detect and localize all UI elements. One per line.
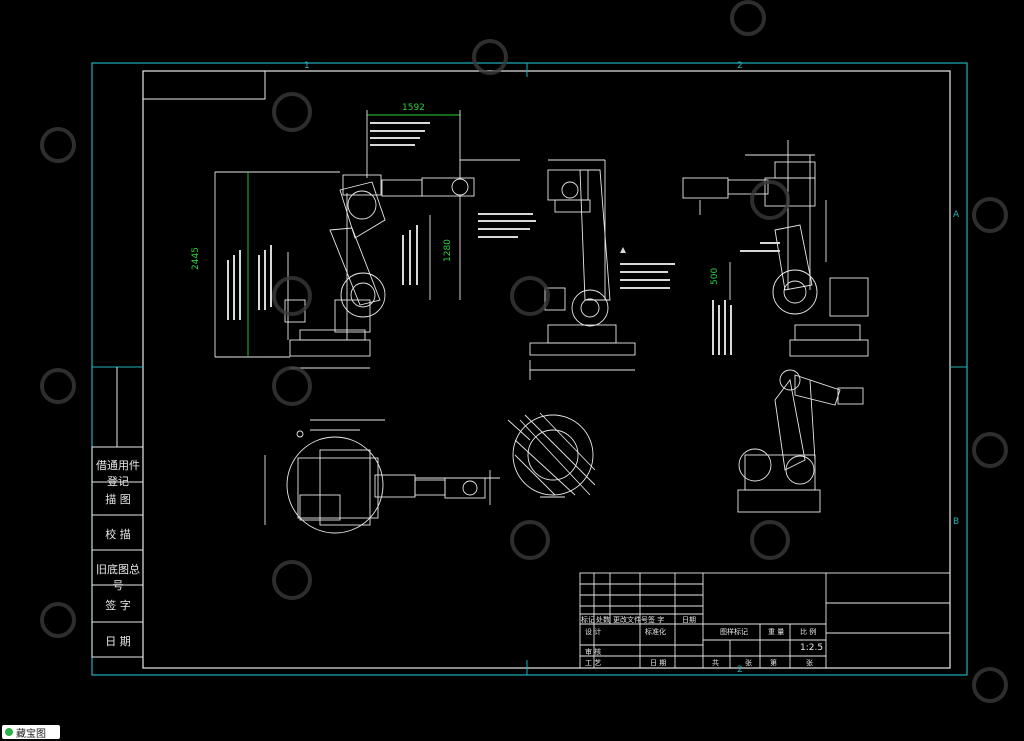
robot-isometric-view <box>737 369 864 513</box>
side-label-old-drawing-number: 旧底图总号 <box>96 563 140 592</box>
tb-ratio: 比 例 <box>800 628 817 636</box>
tb-change-doc: 更改文件号 <box>613 616 648 624</box>
tb-sheet-no: 第 <box>770 659 777 667</box>
tb-sheets-b: 张 <box>806 659 813 667</box>
side-view-callouts <box>478 213 675 289</box>
tb-date-a: 日期 <box>682 616 696 624</box>
tb-date-d: 日 期 <box>650 659 667 667</box>
tb-standardization: 标准化 <box>645 628 666 636</box>
badge-label: 藏宝图 <box>16 728 46 740</box>
side-label-tracing: 描 图 <box>105 493 131 506</box>
base-ring-section <box>507 412 596 498</box>
tb-weight: 重 量 <box>768 628 785 636</box>
zone-marker-top-2: 2 <box>737 61 743 71</box>
zone-marker-top-1: 1 <box>304 61 310 71</box>
tb-drawing-mark: 图样标记 <box>720 628 748 636</box>
robot-top-view <box>264 419 500 534</box>
tb-review: 审 核 <box>585 648 602 656</box>
dimension-500: 500 <box>710 267 720 285</box>
side-signature-table <box>91 367 144 658</box>
dimension-1592: 1592 <box>402 103 425 113</box>
site-badge[interactable]: 藏宝图 <box>2 725 60 740</box>
title-block <box>579 572 951 669</box>
robot-front-view <box>214 110 520 369</box>
zone-marker-b: B <box>953 517 960 527</box>
robot-rear-view <box>682 140 869 357</box>
tb-process: 工 艺 <box>585 659 602 667</box>
tb-total: 共 <box>712 659 719 667</box>
tb-scale-value: 1:2.5 <box>800 643 824 653</box>
tb-mark: 标记 <box>581 616 595 624</box>
zone-marker-a: A <box>953 210 960 220</box>
tb-sheets-a: 张 <box>745 659 752 667</box>
side-label-registration: 借通用件登记 <box>96 459 140 488</box>
outer-border <box>91 62 968 676</box>
side-label-signature: 签 字 <box>105 599 131 612</box>
badge-logo-icon <box>5 728 13 736</box>
zone-marker-bottom-2: 2 <box>737 665 743 675</box>
tb-sign: 签 字 <box>648 616 665 624</box>
dimension-1280: 1280 <box>443 239 453 262</box>
inner-border <box>142 70 951 669</box>
robot-side-view <box>529 159 636 380</box>
watermark-logos <box>40 0 1008 703</box>
tb-count: 处数 <box>596 616 610 624</box>
corner-code-box <box>142 70 266 100</box>
side-label-date: 日 期 <box>105 635 131 648</box>
rear-view-callouts <box>712 242 780 355</box>
tb-design: 设 计 <box>585 628 602 636</box>
dimension-2445: 2445 <box>191 247 201 270</box>
front-view-callouts <box>227 122 430 320</box>
side-label-proofreading: 校 描 <box>105 528 131 541</box>
